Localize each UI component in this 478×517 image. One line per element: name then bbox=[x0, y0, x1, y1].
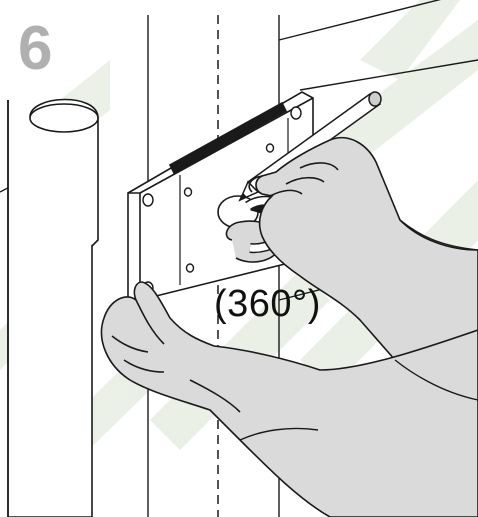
rotation-label: (360°) bbox=[214, 284, 321, 324]
left-post bbox=[8, 99, 98, 517]
step-number: 6 bbox=[18, 18, 52, 80]
